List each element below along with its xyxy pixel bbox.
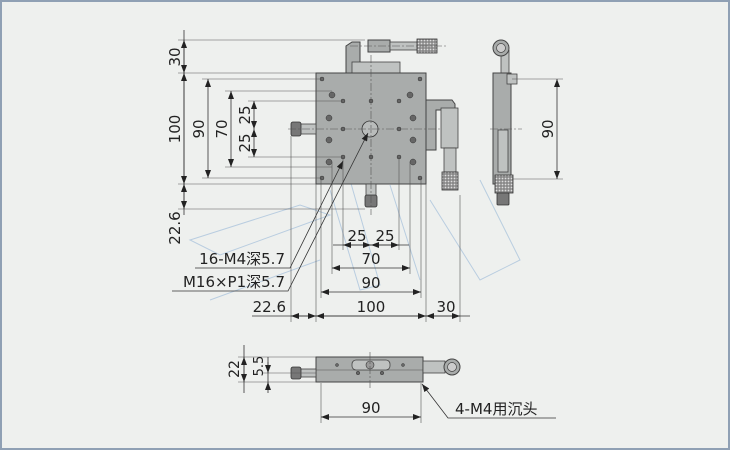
dim-90-vertical: 90 (190, 119, 208, 138)
callout-m16-p1: M16×P1深5.7 (183, 273, 285, 291)
dim-25-lower: 25 (236, 133, 254, 152)
dim-25-left: 25 (347, 227, 366, 245)
top-view-bottom-dimensions: 25 25 70 90 22.6 100 30 (252, 136, 470, 322)
callout-4-m4: 4-M4用沉头 (455, 400, 537, 418)
dim-22-6-horizontal: 22.6 (253, 298, 286, 316)
dim-70-horizontal: 70 (361, 250, 380, 268)
side-knurl (494, 174, 514, 194)
dim-22-6-vertical: 22.6 (166, 211, 184, 244)
dim-30-horizontal: 30 (436, 298, 455, 316)
dim-90-side: 90 (539, 119, 557, 138)
callout-16-m4: 16-M4深5.7 (199, 250, 285, 268)
dim-22-front: 22 (227, 360, 243, 378)
dim-100-vertical: 100 (166, 115, 184, 144)
right-micrometer-barrel (443, 147, 457, 173)
dim-30-vertical: 30 (166, 47, 184, 66)
dim-70-vertical: 70 (213, 119, 231, 138)
right-micrometer-body (440, 107, 459, 149)
dim-100-horizontal: 100 (357, 298, 386, 316)
front-view: 22 5.5 90 4-M4用沉头 (227, 345, 556, 423)
dim-5-5-front: 5.5 (252, 356, 267, 377)
dim-90-horizontal: 90 (361, 274, 380, 292)
dim-25-upper: 25 (236, 105, 254, 124)
dim-25-right: 25 (375, 227, 394, 245)
top-view-left-dimensions: 30 100 22.6 90 70 25 25 (166, 30, 365, 245)
top-view-callouts: 16-M4深5.7 M16×P1深5.7 (172, 132, 369, 292)
side-view: 90 (490, 39, 563, 206)
right-micrometer-knurl (441, 171, 459, 191)
watermark-logo (188, 179, 521, 301)
dim-90-front: 90 (361, 399, 380, 417)
top-bracket-base (351, 61, 401, 74)
top-view (288, 38, 459, 215)
